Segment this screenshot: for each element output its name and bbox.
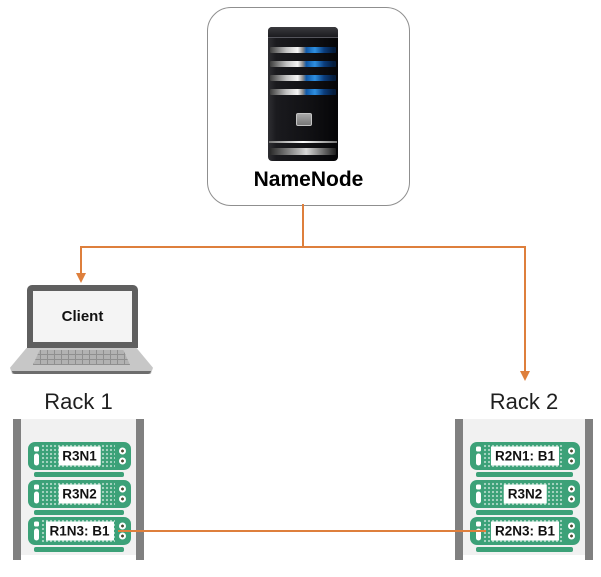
namenode-box: NameNode [207,7,410,206]
port-leds-icon [119,483,126,506]
rack-2-title: Rack 2 [489,389,559,414]
unit-base-bar [476,547,573,552]
info-icon [476,446,481,466]
connector-horizontal [80,246,526,248]
server-base-bay-icon [270,148,336,155]
rack-rail-right [585,419,593,560]
datanode-label: R1N3: B1 [45,521,114,541]
laptop-base [10,348,153,374]
info-icon [34,521,39,541]
port-leds-icon [568,445,575,468]
rack-rail-left [13,419,21,560]
info-icon [476,521,481,541]
server-power-button-icon [296,113,312,126]
connector-drop-to-rack2 [524,246,526,372]
laptop-front-edge [12,371,151,374]
port-leds-icon [119,520,126,543]
client-laptop: Client [10,283,153,378]
laptop-keyboard-icon [32,350,131,365]
datanode-label: R3N2 [58,484,101,504]
info-icon [34,446,39,466]
datanode-r1n3-b1: R1N3: B1 [28,517,131,545]
connector-drop-to-client [80,246,82,274]
datanode-label: R3N1 [58,446,101,466]
rack-2: Rack 2 R2N1: B1 R3N2 R2N3: B1 [455,389,593,560]
unit-base-bar [34,547,124,552]
server-top-cap [268,27,338,38]
rack-rail-right [136,419,144,560]
datanode-r2n1-b1: R2N1: B1 [470,442,580,470]
datanode-label: R2N1: B1 [490,446,560,466]
connector-replication-link [118,530,486,532]
server-drive-bay-icon [270,75,336,81]
datanode-label: R2N3: B1 [490,521,560,541]
server-tower-icon [268,27,338,161]
info-icon [34,484,39,504]
datanode-label: R3N2 [503,484,547,504]
laptop-screen: Client [27,285,138,348]
port-leds-icon [568,520,575,543]
port-leds-icon [119,445,126,468]
arrowhead-to-rack2-icon [520,371,530,381]
rack-1: Rack 1 R3N1 R3N2 R1N3: B1 [13,389,144,560]
unit-base-bar [476,510,573,515]
server-drive-bay-icon [270,61,336,67]
unit-base-bar [34,510,124,515]
datanode-r3n1: R3N1 [28,442,131,470]
client-label: Client [61,308,104,325]
server-drive-bay-icon [270,47,336,53]
namenode-label: NameNode [253,168,364,191]
rack-1-title: Rack 1 [44,389,113,414]
unit-base-bar [476,472,573,477]
arrowhead-to-client-icon [76,273,86,283]
connector-namenode-trunk [302,204,304,247]
server-trim-line [269,141,337,143]
datanode-r2n3-b1: R2N3: B1 [470,517,580,545]
rack-rail-left [455,419,463,560]
port-leds-icon [568,483,575,506]
datanode-r3n2: R3N2 [28,480,131,508]
server-drive-bay-icon [270,89,336,95]
info-icon [476,484,481,504]
datanode-r3n2: R3N2 [470,480,580,508]
unit-base-bar [34,472,124,477]
